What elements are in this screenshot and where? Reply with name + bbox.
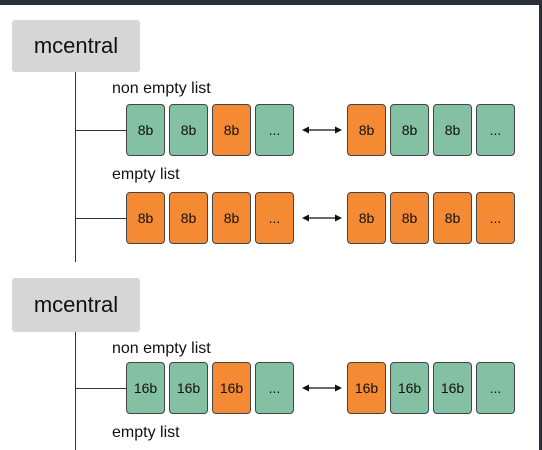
tree-branch-line <box>75 218 126 219</box>
window-right-border <box>539 0 542 450</box>
span-cell: 8b <box>347 192 386 244</box>
span-cell: 16b <box>347 362 386 414</box>
span-cell: ... <box>476 362 515 414</box>
span-cell: 16b <box>212 362 251 414</box>
span-cell: ... <box>255 362 294 414</box>
span-cell: 16b <box>126 362 165 414</box>
window-top-border <box>0 0 542 5</box>
mcentral-box: mcentral <box>12 20 140 72</box>
span-cell: 8b <box>390 192 429 244</box>
span-cell: ... <box>476 104 515 156</box>
list-label: empty list <box>112 166 180 183</box>
span-cell: 8b <box>433 104 472 156</box>
tree-branch-line <box>75 130 126 131</box>
span-cell: 16b <box>433 362 472 414</box>
list-label: empty list <box>112 424 180 441</box>
tree-vertical-line <box>75 72 76 262</box>
span-cell: 8b <box>390 104 429 156</box>
span-cell: ... <box>255 104 294 156</box>
span-cell: ... <box>476 192 515 244</box>
mcentral-box: mcentral <box>12 278 140 332</box>
span-cell: 8b <box>126 192 165 244</box>
span-cell: 16b <box>169 362 208 414</box>
span-cell: 8b <box>212 192 251 244</box>
span-cell: 8b <box>212 104 251 156</box>
span-cell: 8b <box>169 104 208 156</box>
bidirectional-arrow-icon <box>302 384 342 392</box>
list-label: non empty list <box>112 340 211 357</box>
span-cell: 8b <box>126 104 165 156</box>
span-cell: 8b <box>169 192 208 244</box>
bidirectional-arrow-icon <box>302 214 342 222</box>
bidirectional-arrow-icon <box>302 126 342 134</box>
tree-vertical-line <box>75 332 76 450</box>
span-cell: 8b <box>433 192 472 244</box>
list-label: non empty list <box>112 80 211 97</box>
span-cell: 16b <box>390 362 429 414</box>
tree-branch-line <box>75 388 126 389</box>
span-cell: ... <box>255 192 294 244</box>
span-cell: 8b <box>347 104 386 156</box>
